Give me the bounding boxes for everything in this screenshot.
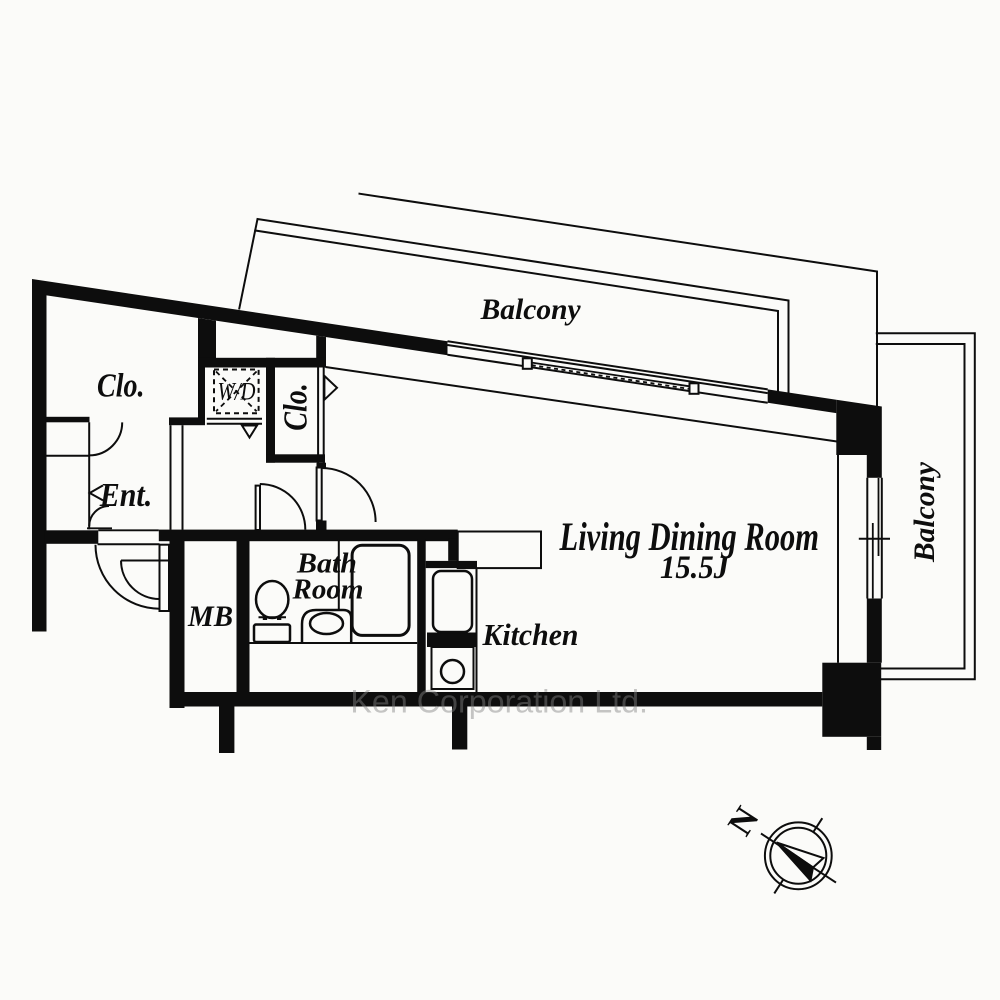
svg-text:Ent.: Ent. bbox=[99, 477, 152, 514]
svg-text:15.5J: 15.5J bbox=[660, 550, 730, 586]
svg-text:Living Dining Room: Living Dining Room bbox=[559, 514, 819, 559]
svg-text:Clo.: Clo. bbox=[97, 368, 145, 405]
svg-text:Clo.: Clo. bbox=[278, 383, 315, 431]
svg-text:W/D: W/D bbox=[218, 379, 256, 406]
svg-text:Kitchen: Kitchen bbox=[482, 618, 579, 652]
svg-text:Balcony: Balcony bbox=[908, 461, 941, 563]
svg-text:Bath: Bath bbox=[296, 549, 357, 580]
svg-text:Ken Corporation Ltd.: Ken Corporation Ltd. bbox=[350, 683, 648, 720]
svg-text:Balcony: Balcony bbox=[480, 293, 582, 326]
svg-text:MB: MB bbox=[187, 601, 233, 633]
svg-text:Room: Room bbox=[291, 575, 363, 606]
